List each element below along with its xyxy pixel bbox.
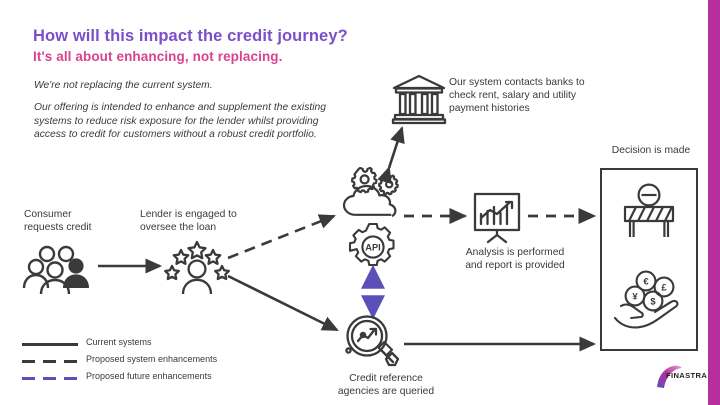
connector-lender-to-cloud xyxy=(227,214,336,260)
cloud-gears-icon xyxy=(342,167,399,217)
legend: Current systems Proposed system enhancem… xyxy=(22,336,272,387)
bank-building-icon xyxy=(391,74,447,125)
presentation-chart-icon xyxy=(473,192,521,244)
brand-edge-bar xyxy=(708,0,720,405)
label-analysis: Analysis is performed and report is prov… xyxy=(440,246,590,272)
legend-label-proposed-future: Proposed future enhancements xyxy=(86,371,212,381)
label-lender-line1: Lender is engaged to xyxy=(140,209,237,220)
legend-item-proposed-future: Proposed future enhancements xyxy=(22,370,272,387)
label-lender: Lender is engaged to oversee the loan xyxy=(140,208,280,234)
coin-dollar-symbol: $ xyxy=(650,296,656,307)
coin-pound-symbol: £ xyxy=(661,282,667,293)
finastra-logo: FINASTRA xyxy=(655,363,707,389)
page-subtitle: It's all about enhancing, not replacing. xyxy=(33,49,283,64)
hand-with-coins-icon: € £ ¥ $ xyxy=(613,270,679,329)
label-decision: Decision is made xyxy=(611,145,691,156)
body-paragraph-1: We're not replacing the current system. xyxy=(34,80,213,91)
connector-cloud-to-bank xyxy=(377,126,405,185)
label-bank: Our system contacts banks to check rent,… xyxy=(449,77,585,115)
legend-item-current-systems: Current systems xyxy=(22,336,272,353)
legend-item-proposed-system: Proposed system enhancements xyxy=(22,353,272,370)
people-group-icon xyxy=(22,245,89,295)
body-paragraph-2: Our offering is intended to enhance and … xyxy=(34,102,326,141)
no-entry-barrier-icon xyxy=(623,183,675,237)
label-analysis-line1: Analysis is performed xyxy=(465,247,565,258)
label-lender-line2: oversee the loan xyxy=(140,222,217,234)
label-consumer: Consumer requests credit xyxy=(24,208,134,234)
coin-euro-symbol: € xyxy=(643,276,649,287)
api-gear-icon: API xyxy=(348,222,395,267)
legend-label-proposed-system: Proposed system enhancements xyxy=(86,354,218,364)
person-with-stars-icon xyxy=(164,240,230,295)
finastra-swoosh-icon xyxy=(657,365,682,388)
legend-swatch-dashed xyxy=(22,360,78,363)
label-consumer-line1: Consumer xyxy=(24,209,72,220)
label-analysis-line2: and report is provided xyxy=(465,260,565,272)
api-gear-label: API xyxy=(365,243,381,253)
legend-swatch-dashed-purple xyxy=(22,377,78,380)
legend-label-current-systems: Current systems xyxy=(86,337,152,347)
label-credit-line1: Credit reference xyxy=(349,373,423,384)
label-credit-agency: Credit reference agencies are queried xyxy=(316,372,456,398)
legend-swatch-solid xyxy=(22,343,78,346)
page-title: How will this impact the credit journey? xyxy=(33,27,348,45)
label-credit-line2: agencies are queried xyxy=(337,386,435,398)
coin-yen-symbol: ¥ xyxy=(632,291,638,302)
finastra-wordmark: FINASTRA xyxy=(666,371,708,380)
connector-lender-to-credit-agency xyxy=(227,274,339,332)
magnifier-chart-icon xyxy=(345,315,400,367)
label-consumer-line2: requests credit xyxy=(24,222,92,234)
